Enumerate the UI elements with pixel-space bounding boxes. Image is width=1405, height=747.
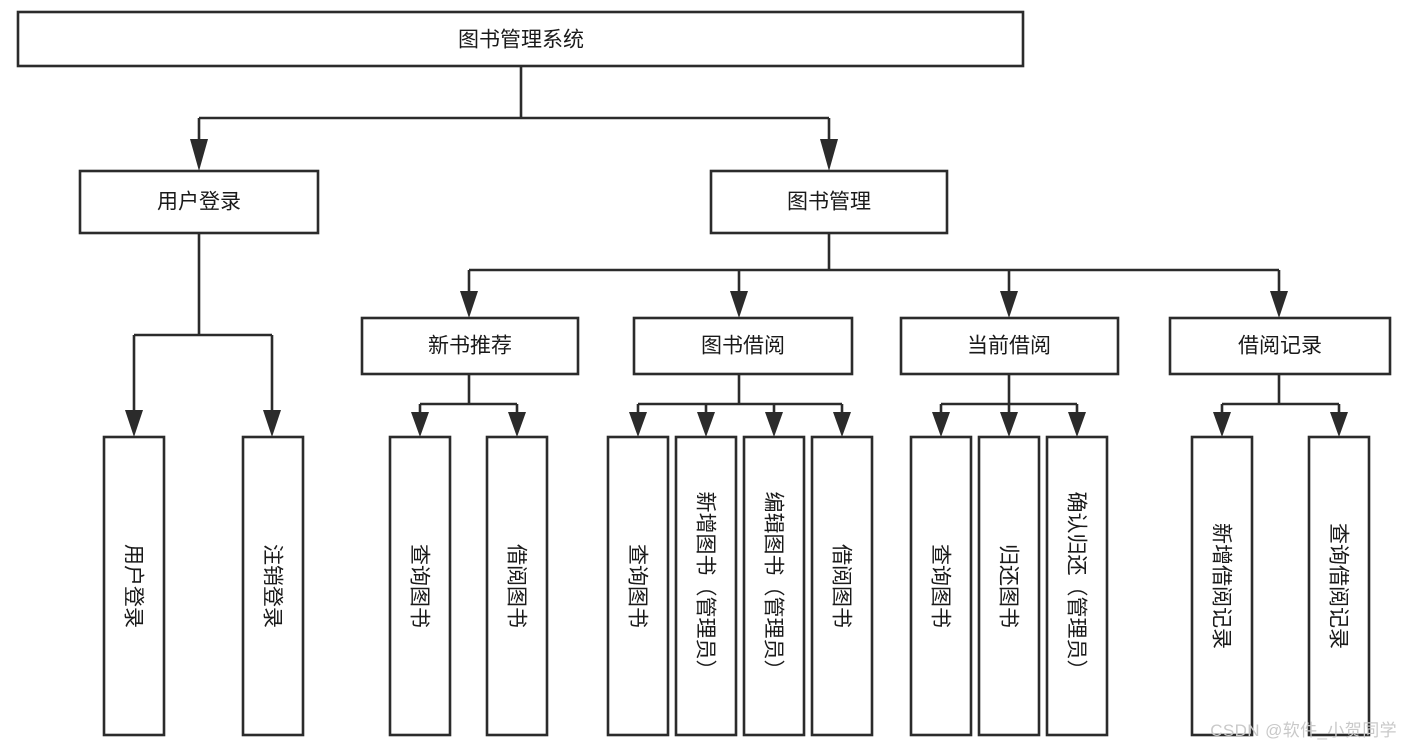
- connector-group-borrow-record: [1213, 374, 1348, 437]
- node-leaf-book-borrow-3-box[interactable]: [742, 435, 806, 737]
- arrowhead-br-leaf-1: [1213, 412, 1231, 437]
- node-leaf-book-borrow-4-box[interactable]: [810, 435, 874, 737]
- node-leaf-new-book-rec-2[interactable]: 借阅图书: [485, 435, 549, 737]
- arrowhead-nbr-leaf-1: [411, 412, 429, 437]
- node-leaf-user-login-2-label: 注销登录: [261, 544, 284, 628]
- node-leaf-book-borrow-4-label: 借阅图书: [830, 544, 853, 628]
- node-leaf-borrow-record-2-box[interactable]: [1307, 435, 1371, 737]
- node-leaf-user-login-2[interactable]: 注销登录: [241, 435, 305, 737]
- node-leaf-user-login-1[interactable]: 用户登录: [102, 435, 166, 737]
- arrowhead-user-login: [190, 139, 208, 171]
- node-leaf-borrow-record-1[interactable]: 新增借阅记录: [1190, 435, 1254, 737]
- node-leaf-book-borrow-3[interactable]: 编辑图书（管理员）: [742, 435, 806, 737]
- node-root[interactable]: 图书管理系统: [16, 10, 1025, 68]
- node-leaf-current-borrow-1[interactable]: 查询图书: [909, 435, 973, 737]
- node-leaf-book-borrow-1[interactable]: 查询图书: [606, 435, 670, 737]
- node-current-borrow[interactable]: 当前借阅: [899, 316, 1120, 376]
- node-book-manage-box[interactable]: [709, 169, 949, 235]
- node-leaf-current-borrow-3[interactable]: 确认归还（管理员）: [1045, 435, 1109, 737]
- node-leaf-current-borrow-3-box[interactable]: [1045, 435, 1109, 737]
- node-leaf-borrow-record-1-box[interactable]: [1190, 435, 1254, 737]
- node-borrow-record-label: 借阅记录: [1238, 335, 1322, 358]
- node-leaf-book-borrow-1-box[interactable]: [606, 435, 670, 737]
- arrowhead-current-borrow: [1000, 291, 1018, 318]
- node-leaf-current-borrow-1-label: 查询图书: [929, 544, 952, 628]
- node-leaf-user-login-1-box[interactable]: [102, 435, 166, 737]
- node-leaf-book-borrow-2[interactable]: 新增图书（管理员）: [674, 435, 738, 737]
- connector-group-book-borrow: [629, 374, 851, 437]
- arrowhead-cb-leaf-1: [932, 412, 950, 437]
- arrowhead-ul-leaf-1: [125, 410, 143, 437]
- node-leaf-borrow-record-2-label: 查询借阅记录: [1327, 523, 1350, 649]
- arrowhead-bb-leaf-2: [697, 412, 715, 437]
- connector-group-current-borrow: [932, 374, 1086, 437]
- node-book-borrow[interactable]: 图书借阅: [632, 316, 854, 376]
- node-leaf-current-borrow-3-label: 确认归还（管理员）: [1065, 492, 1088, 681]
- arrowhead-nbr-leaf-2: [508, 412, 526, 437]
- connector-group-book-manage: [460, 233, 1288, 318]
- node-borrow-record-box[interactable]: [1168, 316, 1392, 376]
- node-leaf-new-book-rec-1[interactable]: 查询图书: [388, 435, 452, 737]
- node-new-book-rec-label: 新书推荐: [428, 335, 512, 358]
- connector-group-root: [190, 66, 838, 171]
- node-current-borrow-box[interactable]: [899, 316, 1120, 376]
- arrowhead-ul-leaf-2: [263, 410, 281, 437]
- node-root-box[interactable]: [16, 10, 1025, 68]
- node-leaf-current-borrow-2-box[interactable]: [977, 435, 1041, 737]
- node-book-borrow-label: 图书借阅: [701, 335, 785, 358]
- node-leaf-borrow-record-2[interactable]: 查询借阅记录: [1307, 435, 1371, 737]
- arrowhead-bb-leaf-1: [629, 412, 647, 437]
- node-leaf-user-login-1-label: 用户登录: [122, 544, 145, 628]
- node-leaf-new-book-rec-1-label: 查询图书: [408, 544, 431, 628]
- node-user-login-box[interactable]: [78, 169, 320, 235]
- node-root-label: 图书管理系统: [458, 29, 584, 52]
- arrowhead-cb-leaf-2: [1000, 412, 1018, 437]
- node-leaf-book-borrow-4[interactable]: 借阅图书: [810, 435, 874, 737]
- arrowhead-br-leaf-2: [1330, 412, 1348, 437]
- arrowhead-new-book-rec: [460, 291, 478, 318]
- node-new-book-rec[interactable]: 新书推荐: [360, 316, 580, 376]
- arrowhead-bb-leaf-3: [765, 412, 783, 437]
- node-leaf-new-book-rec-2-box[interactable]: [485, 435, 549, 737]
- node-current-borrow-label: 当前借阅: [967, 335, 1051, 358]
- node-book-manage-label: 图书管理: [787, 191, 871, 214]
- connector-group-new-book-rec: [411, 374, 526, 437]
- node-leaf-new-book-rec-1-box[interactable]: [388, 435, 452, 737]
- node-leaf-user-login-2-box[interactable]: [241, 435, 305, 737]
- node-leaf-current-borrow-2[interactable]: 归还图书: [977, 435, 1041, 737]
- node-user-login[interactable]: 用户登录: [78, 169, 320, 235]
- node-book-borrow-box[interactable]: [632, 316, 854, 376]
- connector-group-user-login: [125, 233, 281, 437]
- node-leaf-book-borrow-1-label: 查询图书: [626, 544, 649, 628]
- arrowhead-bb-leaf-4: [833, 412, 851, 437]
- node-new-book-rec-box[interactable]: [360, 316, 580, 376]
- node-user-login-label: 用户登录: [157, 191, 241, 214]
- node-borrow-record[interactable]: 借阅记录: [1168, 316, 1392, 376]
- node-book-manage[interactable]: 图书管理: [709, 169, 949, 235]
- arrowhead-borrow-record: [1270, 291, 1288, 318]
- node-leaf-current-borrow-2-label: 归还图书: [997, 544, 1020, 628]
- watermark-text: CSDN @软件_小贺同学: [1210, 721, 1397, 740]
- arrowhead-book-manage: [820, 139, 838, 171]
- node-leaf-new-book-rec-2-label: 借阅图书: [505, 544, 528, 628]
- arrowhead-book-borrow: [730, 291, 748, 318]
- arrowhead-cb-leaf-3: [1068, 412, 1086, 437]
- node-leaf-borrow-record-1-label: 新增借阅记录: [1210, 523, 1233, 649]
- node-leaf-book-borrow-2-label: 新增图书（管理员）: [694, 492, 717, 681]
- node-leaf-book-borrow-2-box[interactable]: [674, 435, 738, 737]
- node-leaf-current-borrow-1-box[interactable]: [909, 435, 973, 737]
- node-leaf-book-borrow-3-label: 编辑图书（管理员）: [762, 492, 785, 681]
